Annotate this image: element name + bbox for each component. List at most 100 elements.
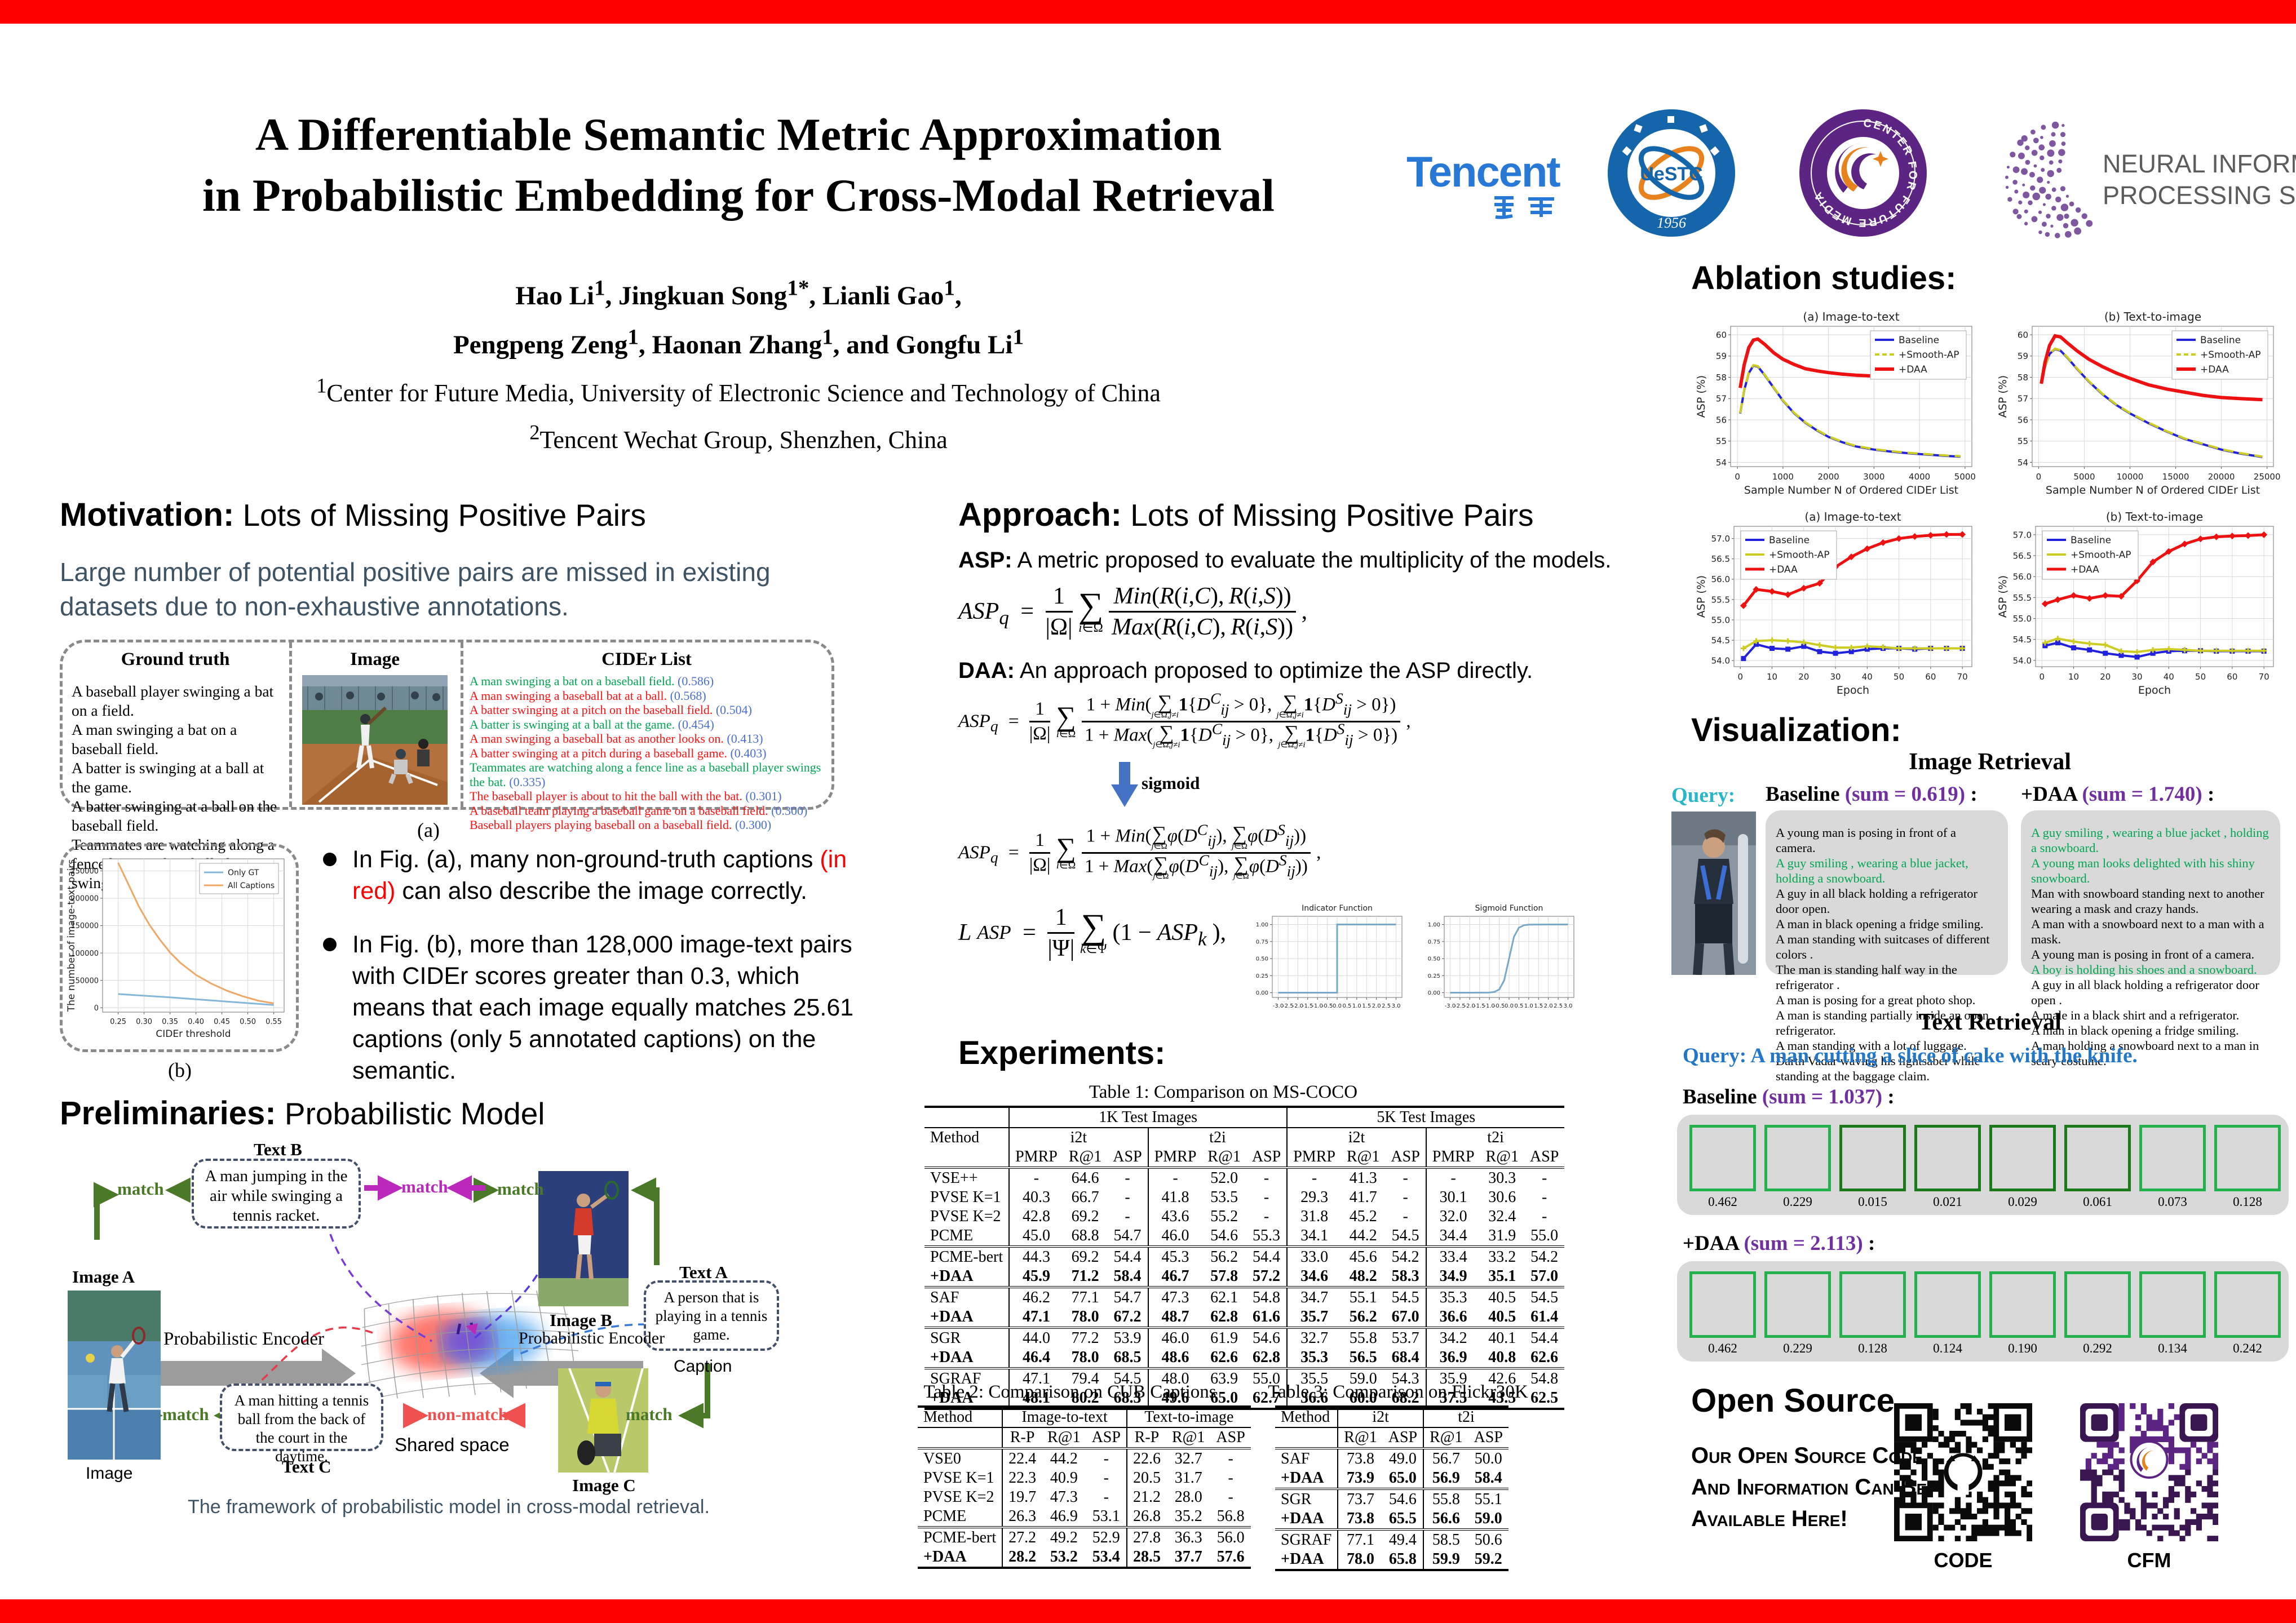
rect <box>1894 1447 1900 1453</box>
table-cell: 68.8 <box>1071 1227 1099 1244</box>
span: : <box>1863 1232 1875 1255</box>
rect <box>2091 1469 2097 1475</box>
table-cell: 20.5 <box>1126 1469 1166 1488</box>
rect <box>1977 1530 1983 1536</box>
text: UeSTC <box>1640 163 1702 185</box>
rect <box>2213 1514 2218 1520</box>
table-cell: 34.9 <box>1425 1267 1480 1287</box>
span: ∑j∈Ω,j≠i <box>1152 693 1179 720</box>
rect <box>2118 1420 2125 1426</box>
rect <box>2010 1491 2016 1497</box>
rect <box>2027 1447 2032 1453</box>
text: (b) Text-to-image <box>2106 510 2203 524</box>
text: 40 <box>1862 672 1873 682</box>
rect <box>2135 1414 2142 1420</box>
table-cell: 56.2 <box>1349 1308 1377 1325</box>
i: C <box>1198 851 1209 869</box>
rect <box>2010 1530 2016 1536</box>
text: 15000 <box>2162 472 2189 482</box>
rect <box>1993 1442 1999 1448</box>
table-cell: 32.7 <box>1174 1450 1202 1467</box>
rect <box>1982 1530 1988 1536</box>
path <box>1768 588 1776 595</box>
circle <box>2045 193 2051 200</box>
text: 55 <box>2018 436 2028 446</box>
rect <box>2163 1497 2169 1503</box>
span: ∑j∈Ω <box>1153 854 1169 881</box>
rect <box>2135 1519 2142 1525</box>
table-cell: 56.8 <box>1216 1507 1245 1525</box>
sub: ij <box>1220 701 1229 719</box>
span: |Ψ| <box>1047 935 1075 961</box>
rect <box>2102 1453 2108 1459</box>
text: 5000 <box>1954 472 1976 482</box>
polyline <box>118 993 274 1006</box>
path <box>1816 642 1822 648</box>
span: (0.301) <box>745 789 782 803</box>
rect <box>1982 1519 1988 1525</box>
table-cell: 59.0 <box>1349 1370 1377 1387</box>
span: ∑ <box>1078 586 1104 626</box>
rect <box>1954 1497 1961 1503</box>
ir-daa-label: +DAA (sum = 1.740) : <box>2021 782 2214 806</box>
text: 0.75 <box>1256 939 1268 945</box>
tr-daa-label: +DAA (sum = 2.113) : <box>1683 1231 1875 1256</box>
table-header-cell: ASP <box>1391 1148 1420 1165</box>
i: D <box>1264 826 1278 847</box>
table-cell: 55.0 <box>1530 1227 1559 1244</box>
path <box>2229 648 2235 654</box>
rect <box>1949 1431 1956 1437</box>
circle <box>2074 227 2082 235</box>
rect <box>2005 1458 2011 1465</box>
ir-baseline-label: Baseline (sum = 0.619) : <box>1766 782 1978 806</box>
table-cell: 52.9 <box>1092 1529 1120 1546</box>
path <box>1943 645 1949 651</box>
table-header-cell: t2i <box>1425 1128 1565 1147</box>
path <box>1946 1455 1980 1462</box>
rect <box>1938 1480 1944 1487</box>
rect <box>1982 1508 1988 1514</box>
table-cell: 54.7 <box>1113 1227 1142 1244</box>
cfm-qr <box>2080 1403 2218 1541</box>
rect <box>2113 1458 2119 1465</box>
path <box>631 1177 660 1265</box>
rect <box>2130 1442 2136 1448</box>
rect <box>2179 1480 2186 1487</box>
rect <box>1938 1458 1944 1465</box>
text: 55 <box>1716 436 1727 446</box>
table-cell: 32.0 <box>1425 1207 1480 1226</box>
rect <box>2005 1414 2021 1431</box>
figure-a-label: (a) <box>417 819 440 841</box>
i: j <box>1294 711 1297 720</box>
i: C <box>1196 614 1213 640</box>
text: +DAA <box>2071 564 2099 575</box>
b: Experiments: <box>958 1035 1166 1071</box>
rect <box>2118 1480 2125 1487</box>
path <box>437 1295 450 1397</box>
table-cell: 57.8 <box>1210 1267 1238 1285</box>
image-header: Image <box>350 649 400 669</box>
circle <box>2031 216 2038 223</box>
thumbnail-score: 0.134 <box>2158 1341 2187 1355</box>
rect <box>2179 1464 2186 1470</box>
code-qr <box>1894 1403 2032 1541</box>
sup: S <box>1337 720 1345 737</box>
table-cell: 62.8 <box>1210 1308 1238 1325</box>
match-label-3: match <box>497 1179 544 1199</box>
shared-space-label: Shared space <box>395 1434 510 1455</box>
figure-b-label: (b) <box>168 1059 192 1081</box>
span: A batter swinging at a pitch during a ba… <box>470 746 727 760</box>
span: A batter swinging at a pitch on the base… <box>470 703 713 717</box>
diagram-caption: The framework of probabilistic model in … <box>188 1496 710 1518</box>
rect <box>1905 1514 1922 1531</box>
i: j <box>1296 740 1299 750</box>
rect <box>2196 1524 2202 1531</box>
rect <box>1988 1431 1994 1437</box>
rect <box>2021 1442 2027 1448</box>
table-cell: SGRAF <box>1281 1531 1332 1549</box>
circle <box>2016 214 2022 219</box>
i: D <box>1265 856 1279 877</box>
